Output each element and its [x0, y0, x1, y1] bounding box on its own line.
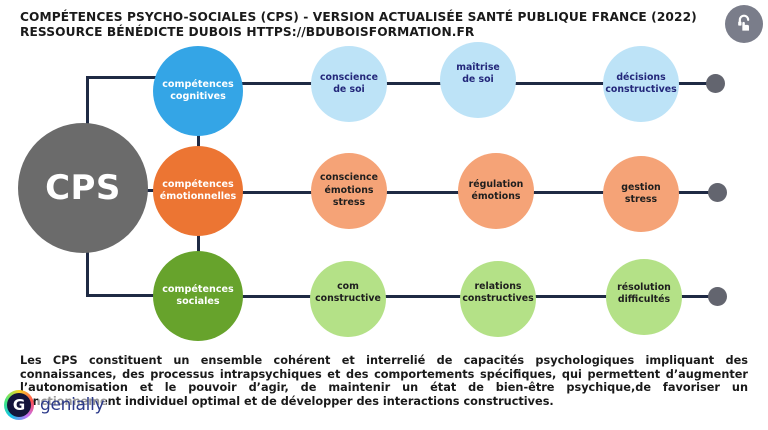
category-emotional-node: compétences émotionnelles	[153, 146, 243, 236]
category-cognitive-node: compétences cognitives	[153, 46, 243, 136]
category-social-label-2: sociales	[176, 296, 220, 307]
skill-node-relations-constructives: relations constructives	[460, 261, 536, 337]
genially-badge[interactable]: G genially	[4, 390, 107, 420]
skill-node-conscience-emotions-stress: conscience émotions stress	[311, 153, 387, 229]
skill-node-decisions-constructives: décisions constructives	[603, 46, 679, 122]
genially-wordmark: genially	[38, 395, 107, 415]
trunk-bottom-branch	[86, 294, 158, 297]
skill-node-maitrise-de-soi: maîtrise de soi	[440, 42, 516, 118]
category-social-label-1: compétences	[162, 283, 234, 295]
trunk-middle-branch	[146, 189, 158, 192]
skill-label: régulation	[468, 178, 524, 190]
skill-label: gestion	[621, 181, 661, 193]
category-cognitive-label-2: cognitives	[170, 91, 226, 102]
cps-root-node: CPS	[18, 123, 148, 253]
skill-label: de soi	[462, 74, 494, 85]
category-social-node: compétences sociales	[153, 251, 243, 341]
category-emotional-label-1: compétences	[162, 178, 234, 190]
skill-label: stress	[624, 194, 658, 205]
skill-label: maîtrise	[456, 61, 500, 73]
skill-label: constructives	[605, 84, 677, 95]
page-title: COMPÉTENCES PSYCHO-SOCIALES (CPS) - VERS…	[20, 10, 697, 40]
skill-label: constructive	[315, 293, 381, 304]
skill-node-com-constructive: com constructive	[310, 261, 386, 337]
skill-node-regulation-emotions: régulation émotions	[458, 153, 534, 229]
skill-label: émotions	[471, 191, 521, 202]
skill-label: conscience	[320, 71, 378, 83]
trunk-top-branch	[86, 76, 158, 79]
genially-logo-icon: G	[4, 390, 34, 420]
category-cognitive-label-1: compétences	[162, 78, 234, 90]
category-emotional-label-2: émotionnelles	[159, 191, 237, 202]
cps-root-label: CPS	[45, 168, 121, 208]
unlock-touch-icon	[738, 14, 750, 31]
skill-label: résolution	[617, 281, 671, 293]
cps-description: Les CPS constituent un ensemble cohérent…	[20, 354, 748, 408]
skill-label: com	[337, 280, 359, 292]
row-end-dot-cognitive	[706, 74, 725, 93]
skill-label: conscience	[320, 172, 378, 184]
title-line-1: COMPÉTENCES PSYCHO-SOCIALES (CPS) - VERS…	[20, 10, 697, 24]
skill-label: émotions	[324, 184, 374, 196]
skill-label: difficultés	[617, 294, 671, 305]
row-end-dot-emotional	[708, 183, 727, 202]
skill-node-resolution-difficultes: résolution difficultés	[606, 259, 682, 335]
skill-label: de soi	[333, 84, 365, 95]
skill-node-conscience-de-soi: conscience de soi	[311, 46, 387, 122]
skill-label: constructives	[462, 293, 534, 304]
skill-label: relations	[474, 280, 522, 292]
title-line-2: RESSOURCE BÉNÉDICTE DUBOIS HTTPS://BDUBO…	[20, 25, 475, 39]
skill-node-gestion-stress: gestion stress	[603, 156, 679, 232]
genially-logo-letter: G	[7, 393, 31, 417]
row-end-dot-social	[708, 287, 727, 306]
skill-label: stress	[332, 197, 366, 209]
unlock-button[interactable]	[725, 5, 763, 43]
skill-label: décisions	[616, 71, 666, 83]
